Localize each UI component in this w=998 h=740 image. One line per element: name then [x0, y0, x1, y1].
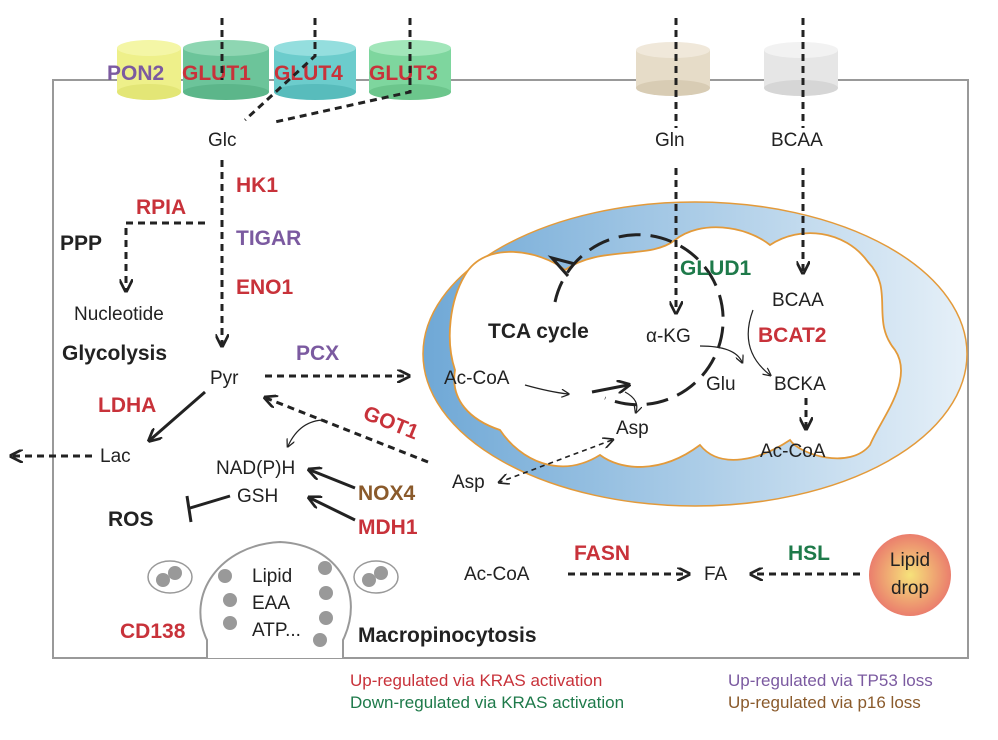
gln-transporter-cylinder — [636, 42, 710, 96]
glut1-cylinder — [183, 40, 269, 100]
gene-hk1: HK1 — [236, 174, 278, 197]
gene-hsl: HSL — [788, 542, 830, 565]
legend-kras-down: Down-regulated via KRAS activation — [350, 693, 624, 712]
pathway-tca-cycle: TCA cycle — [488, 320, 589, 343]
ros-inhibition-line — [189, 494, 231, 510]
cargo-dot — [223, 616, 237, 630]
tca-cycle-arc — [553, 233, 725, 407]
metabolite-ac-coa-mito-2: Ac-CoA — [760, 441, 826, 462]
gene-eno1: ENO1 — [236, 276, 294, 299]
metabolite-asp-cytosol: Asp — [452, 472, 485, 493]
metabolite-bcka: BCKA — [774, 374, 826, 395]
legend-p16: Up-regulated via p16 loss — [728, 693, 921, 712]
cell-membrane — [52, 79, 969, 659]
lipid-drop-label-line1: Lipid — [890, 550, 930, 571]
ppp-branch-arrow — [126, 221, 205, 290]
macropinosome-right — [353, 560, 399, 594]
gene-nox4: NOX4 — [358, 482, 416, 505]
tca-forward-arrow — [591, 385, 628, 392]
lipid-drop — [869, 534, 951, 616]
pathway-glycolysis: Glycolysis — [62, 342, 167, 365]
macro-cargo-eaa: EAA — [252, 593, 290, 614]
nox4-arrow — [310, 470, 356, 490]
macropinocytosis-invagination — [199, 540, 352, 658]
macro-cargo-atp: ATP... — [252, 620, 301, 641]
tca-to-asp-arrow — [624, 391, 637, 412]
ac-coa-to-tca-arrow — [524, 384, 568, 394]
cargo-dot — [318, 561, 332, 575]
glut4-import-line — [243, 18, 317, 122]
gene-fasn: FASN — [574, 542, 630, 565]
cargo-dot — [218, 569, 232, 583]
ros-inhibition-bar — [185, 495, 193, 523]
gene-cd138: CD138 — [120, 620, 186, 643]
aspartate-transport-arrow — [500, 440, 612, 482]
lipid-drop-label-line2: drop — [891, 578, 929, 599]
metabolite-ac-coa-cytosol: Ac-CoA — [464, 564, 530, 585]
ldha-arrow — [150, 390, 206, 440]
metabolite-gln: Gln — [655, 130, 685, 151]
gene-glut4: GLUT4 — [274, 62, 343, 85]
macro-cargo-lipid: Lipid — [252, 566, 292, 587]
cargo-dot — [223, 593, 237, 607]
metabolite-pyr: Pyr — [210, 368, 239, 389]
gene-rpia: RPIA — [136, 196, 186, 219]
gene-ldha: LDHA — [98, 394, 156, 417]
pathway-ros: ROS — [108, 508, 154, 531]
metabolite-glu: Glu — [706, 374, 736, 395]
metabolite-nucleotide: Nucleotide — [74, 304, 164, 325]
gene-tigar: TIGAR — [236, 227, 301, 250]
metabolite-asp-mito: Asp — [616, 418, 649, 439]
gene-glut3: GLUT3 — [369, 62, 438, 85]
cargo-dot — [319, 611, 333, 625]
metabolite-bcaa-mito: BCAA — [772, 290, 824, 311]
akg-to-glu-arrow — [699, 345, 742, 362]
gene-pcx: PCX — [296, 342, 339, 365]
metabolite-gsh: GSH — [237, 486, 278, 507]
macropinosome-left — [147, 560, 193, 594]
got1-arrow — [266, 398, 429, 464]
metabolite-lac: Lac — [100, 446, 131, 467]
pathway-ppp: PPP — [60, 232, 102, 255]
gene-bcat2: BCAT2 — [758, 324, 826, 347]
mitochondrial-matrix — [448, 226, 902, 468]
metabolite-nadph: NAD(P)H — [216, 458, 295, 479]
glut4-cylinder — [274, 40, 356, 100]
bcat2-reaction-arrow — [747, 309, 770, 375]
metabolite-glc: Glc — [208, 130, 237, 151]
legend-tp53: Up-regulated via TP53 loss — [728, 671, 933, 690]
gene-pon2: PON2 — [107, 62, 164, 85]
glut3-import-line — [274, 18, 412, 124]
gene-mdh1: MDH1 — [358, 516, 418, 539]
metabolite-alpha-kg: α-KG — [646, 326, 691, 347]
gene-glut1: GLUT1 — [182, 62, 251, 85]
metabolite-fa: FA — [704, 564, 728, 585]
cargo-dot — [319, 586, 333, 600]
bcaa-transporter-cylinder — [764, 42, 838, 96]
pon2-cylinder — [117, 40, 181, 100]
mdh1-arrow — [310, 498, 356, 522]
cargo-dot — [313, 633, 327, 647]
gene-glud1: GLUD1 — [680, 257, 751, 280]
metabolite-bcaa-extracellular: BCAA — [771, 130, 823, 151]
tca-cycle-arrowhead — [547, 255, 576, 277]
legend-kras-up: Up-regulated via KRAS activation — [350, 671, 602, 690]
pathway-macropinocytosis: Macropinocytosis — [358, 624, 537, 647]
got1-side-arrow — [288, 419, 326, 446]
metabolite-ac-coa-mito: Ac-CoA — [444, 368, 510, 389]
